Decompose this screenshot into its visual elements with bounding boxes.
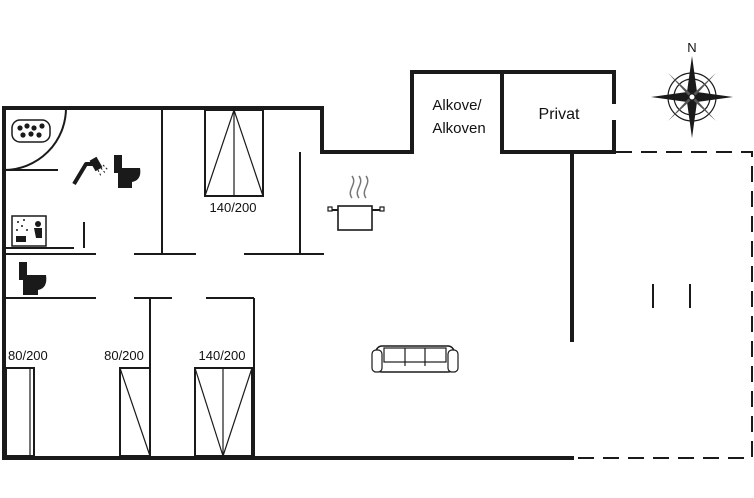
bed-size-label: 80/200 (104, 348, 144, 363)
sofa-icon (371, 345, 459, 373)
alcove-label-line2: Alkoven (432, 120, 485, 137)
bed-size-label: 80/200 (8, 348, 48, 363)
private-room-label: Privat (539, 106, 580, 123)
wardrobe-lower-middle (119, 367, 151, 457)
hot-tub-icon (11, 119, 51, 143)
exterior-walls (2, 70, 616, 460)
toilet-icon (19, 262, 47, 295)
shower-icon (72, 156, 109, 186)
wardrobe-lower-right (194, 367, 253, 457)
alcove-label: Alkove/ (432, 97, 482, 114)
cooking-pot-icon (327, 175, 385, 231)
bed-size-label: 140/200 (199, 348, 246, 363)
terrace-outline (574, 151, 753, 459)
sauna-icon (11, 215, 47, 247)
wardrobe-lower-left (5, 367, 35, 457)
wardrobe-upper (204, 108, 264, 197)
compass-rose-icon (651, 56, 733, 138)
bed-size-label: 140/200 (210, 200, 257, 215)
toilet-icon (114, 155, 141, 188)
compass-north-label: N (687, 40, 696, 55)
interior-walls (3, 107, 324, 458)
